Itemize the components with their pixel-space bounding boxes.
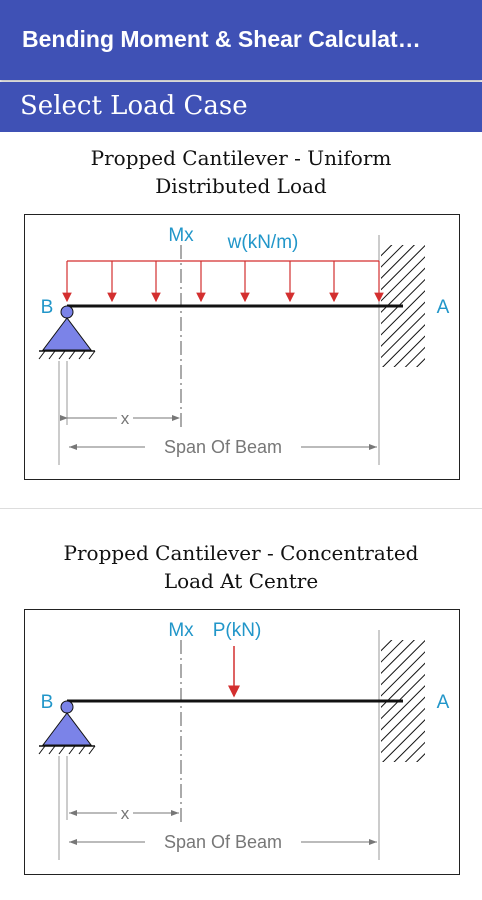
x-label: x (121, 409, 130, 428)
point-load-diagram-svg: x Span Of Beam Mx P(kN) B A (38, 620, 450, 860)
load-case-title: Propped Cantilever - Uniform Distributed… (90, 146, 392, 198)
beam-diagram: x Span Of Beam Mx P(kN) B A (24, 609, 460, 875)
span-label: Span Of Beam (164, 437, 282, 457)
load-label: P(kN) (213, 620, 262, 641)
roller-triangle (42, 317, 92, 351)
moment-label: Mx (168, 225, 194, 246)
roller-triangle (42, 712, 92, 746)
card-divider (0, 508, 482, 509)
moment-label: Mx (168, 620, 194, 641)
load-case-udl[interactable]: Propped Cantilever - Uniform Distributed… (0, 132, 482, 508)
section-header: Select Load Case (0, 82, 482, 132)
app-title: Bending Moment & Shear Calculat… (22, 26, 421, 52)
support-a-label: A (437, 297, 450, 318)
load-case-point-load[interactable]: Propped Cantilever - Concentrated Load A… (0, 509, 482, 900)
app-bar: Bending Moment & Shear Calculat… (0, 0, 482, 80)
load-case-title: Propped Cantilever - Concentrated Load A… (63, 541, 419, 593)
udl-diagram-svg: x Span Of Beam Mx w(kN/m) B A (38, 225, 450, 465)
support-b-label: B (41, 692, 54, 713)
beam-diagram: x Span Of Beam Mx w(kN/m) B A (24, 214, 460, 480)
load-label: w(kN/m) (227, 232, 299, 253)
udl-arrows (62, 261, 384, 303)
x-label: x (121, 804, 130, 823)
support-b-label: B (41, 297, 54, 318)
pin-support (60, 305, 74, 319)
pin-support (60, 700, 74, 714)
section-title: Select Load Case (20, 91, 248, 121)
span-label: Span Of Beam (164, 832, 282, 852)
support-a-label: A (437, 692, 450, 713)
